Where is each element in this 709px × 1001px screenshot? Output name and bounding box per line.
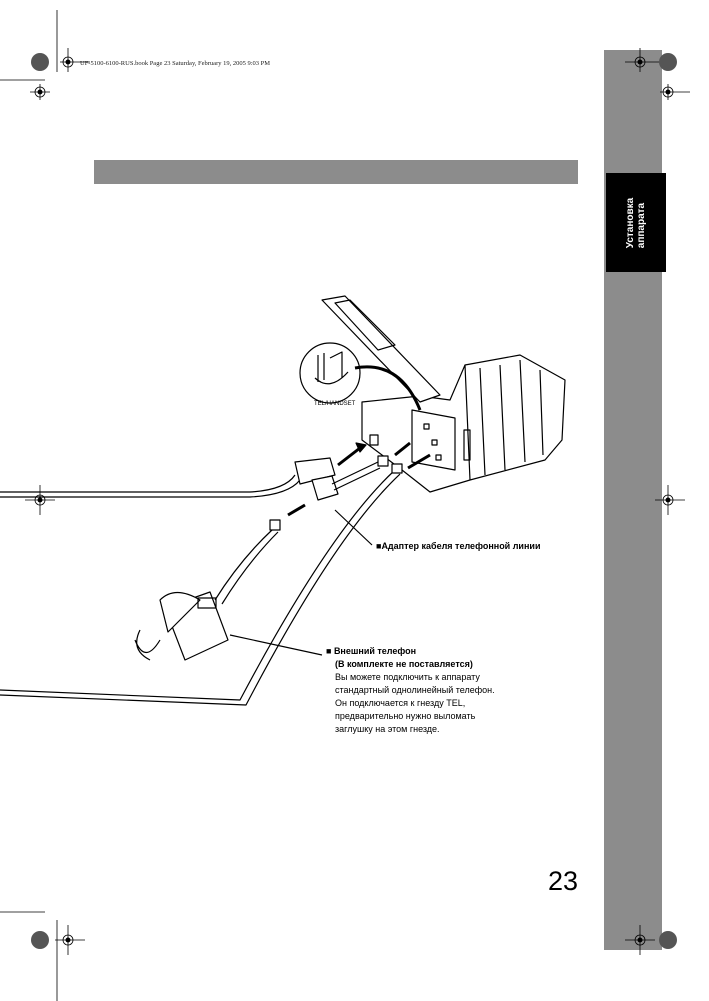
page-number: 23 <box>548 866 579 896</box>
tel-handset-label: TEL/HANDSET <box>314 401 356 407</box>
tel-handset-inset <box>299 342 361 404</box>
adapter-callout: ■Адаптер кабеля телефонной линии <box>376 541 541 551</box>
chapter-tab <box>606 173 666 272</box>
adapter <box>311 475 339 501</box>
print-header: UF-5100-6100-RUS.book Page 23 Saturday, … <box>80 60 271 67</box>
power-cord <box>0 474 296 493</box>
section-header-bar <box>94 160 578 184</box>
external-phone-callout: ■ Внешний телефон (В комплекте не постав… <box>326 646 495 734</box>
